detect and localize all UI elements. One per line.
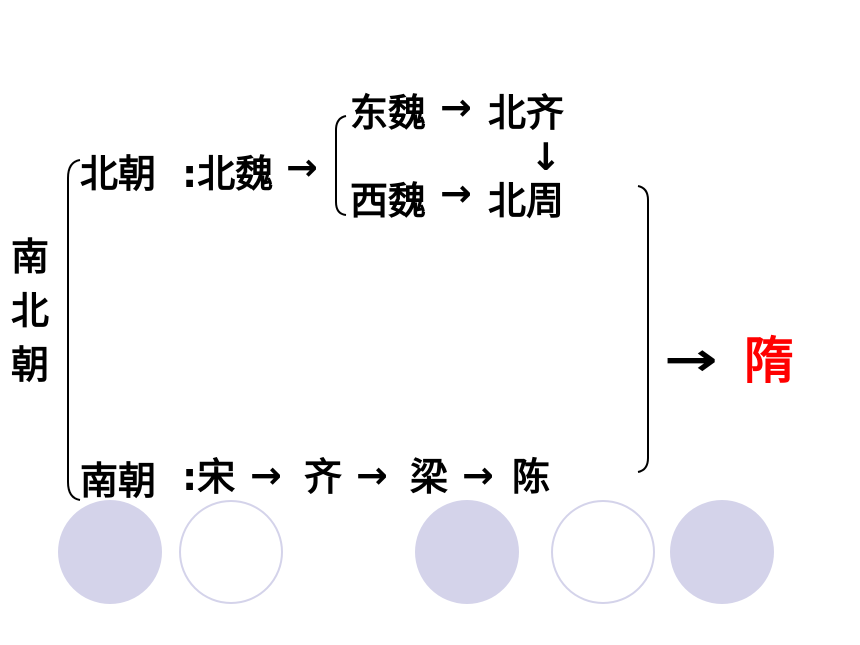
south-arrow-1: →: [250, 453, 282, 497]
south-qi: 齐: [304, 455, 343, 499]
result-sui: 隋: [744, 332, 794, 390]
north-qi: 北齐: [488, 91, 565, 135]
decor-circle-2: [179, 500, 283, 604]
split-brace: [335, 115, 347, 216]
left-brace: [67, 159, 81, 501]
vertical-title-3: 朝: [10, 343, 49, 387]
arrow-down: ↓: [530, 135, 562, 179]
right-brace: [637, 185, 649, 473]
arrow-to-split: →: [286, 145, 318, 189]
decor-circle-5: [670, 500, 774, 604]
result-arrow: →: [664, 332, 718, 386]
north-wei: :北魏: [182, 152, 274, 196]
south-chen: 陈: [512, 455, 551, 499]
decor-circle-1: [58, 500, 162, 604]
north-zhou: 北周: [488, 179, 565, 223]
east-wei: 东魏: [350, 91, 427, 135]
vertical-title-2: 北: [10, 289, 49, 333]
arrow-east: →: [440, 85, 472, 129]
south-liang: 梁: [410, 455, 449, 499]
south-arrow-3: →: [462, 453, 494, 497]
arrow-west: →: [440, 171, 472, 215]
south-arrow-2: →: [356, 453, 388, 497]
south-label: 南朝: [80, 459, 157, 503]
north-label: 北朝: [80, 152, 157, 196]
decor-circle-3: [415, 500, 519, 604]
west-wei: 西魏: [350, 179, 427, 223]
south-song: :宋: [182, 455, 236, 499]
vertical-title-1: 南: [10, 235, 49, 279]
decor-circle-4: [551, 500, 655, 604]
